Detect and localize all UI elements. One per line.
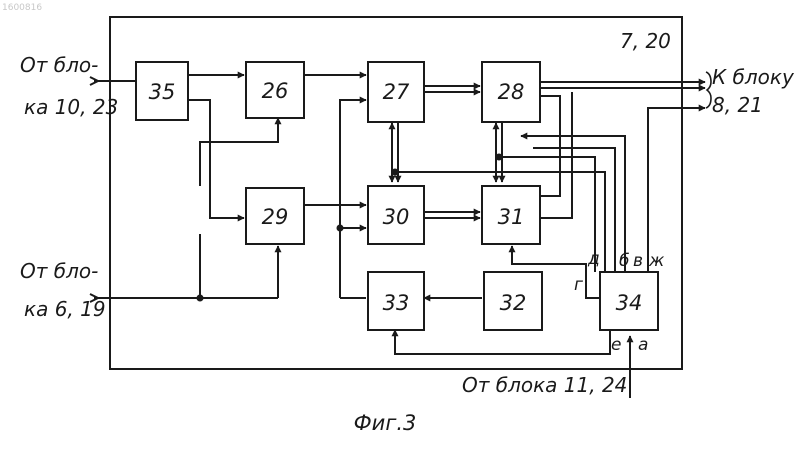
svg-text:35: 35 [149, 80, 176, 104]
port-label-d: д [587, 249, 600, 269]
block-34: 34 [600, 272, 658, 330]
block-35: 35 [136, 62, 188, 120]
svg-text:32: 32 [500, 291, 527, 315]
block-29: 29 [246, 188, 304, 244]
input-bottom-label-2: ка 6, 19 [24, 297, 106, 321]
port-label-zh: ж [648, 251, 665, 271]
block-31: 31 [482, 186, 540, 244]
block-27: 27 [368, 62, 424, 122]
figure-caption: Фиг.3 [354, 411, 417, 435]
svg-text:30: 30 [383, 205, 410, 229]
frame-label: 7, 20 [620, 29, 671, 53]
svg-text:28: 28 [498, 80, 525, 104]
svg-text:33: 33 [383, 291, 410, 315]
port-label-g: г [574, 275, 583, 295]
input-below-label: От блока 11, 24 [462, 373, 627, 397]
port-label-a: а [638, 335, 648, 355]
svg-text:31: 31 [498, 205, 525, 229]
input-top-label-1: От бло- [20, 53, 98, 77]
block-28: 28 [482, 62, 540, 122]
block-33: 33 [368, 272, 424, 330]
port-label-e: е [611, 335, 621, 355]
svg-text:26: 26 [262, 79, 289, 103]
port-label-b: б [619, 251, 629, 271]
svg-text:27: 27 [383, 80, 410, 104]
block-26: 26 [246, 62, 304, 118]
input-top-label-2: ка 10, 23 [24, 95, 118, 119]
output-label-2: 8, 21 [712, 93, 763, 117]
block-32: 32 [484, 272, 542, 330]
svg-text:29: 29 [262, 205, 289, 229]
watermark: 1600816 [2, 3, 42, 13]
block-30: 30 [368, 186, 424, 244]
port-label-v: в [633, 251, 643, 271]
input-bottom-label-1: От бло- [20, 259, 98, 283]
output-label-1: К блоку [712, 65, 795, 89]
svg-text:34: 34 [616, 291, 643, 315]
